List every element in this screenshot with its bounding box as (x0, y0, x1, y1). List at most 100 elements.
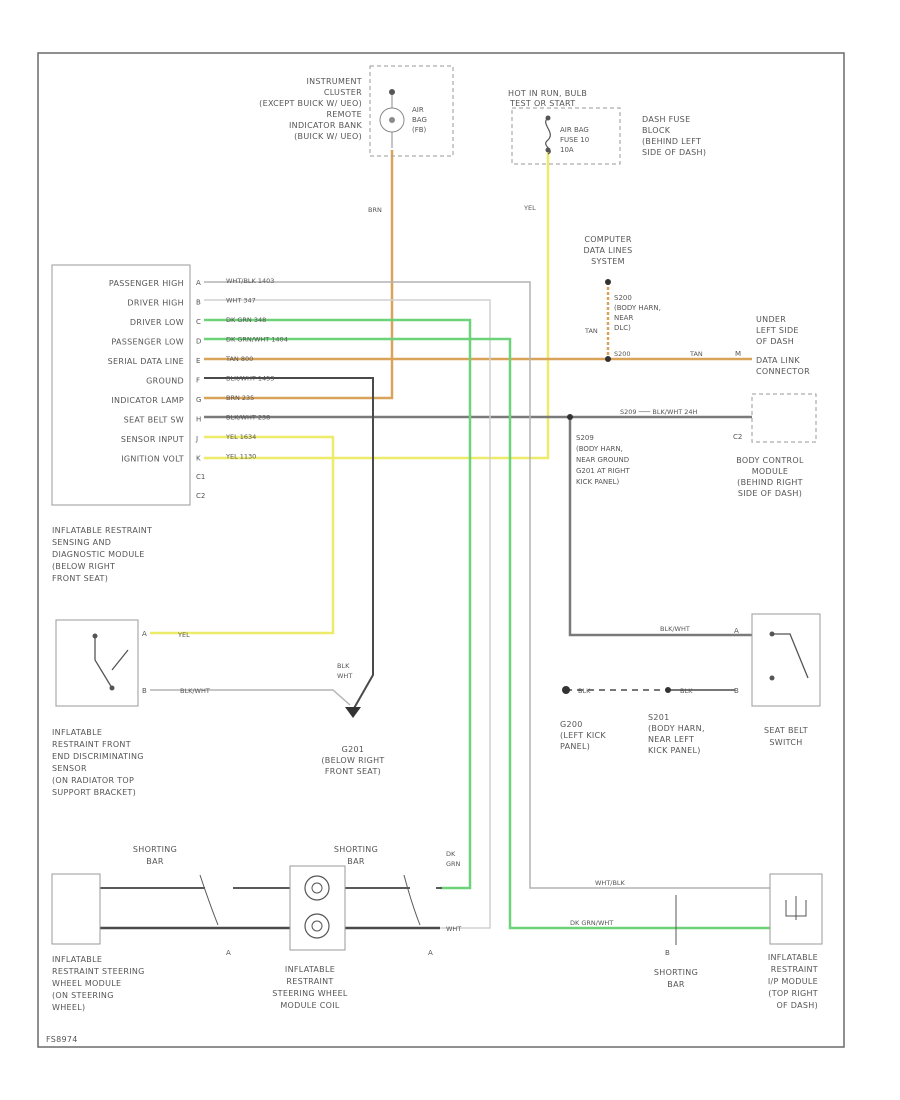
shorting-bar-2 (403, 874, 421, 926)
module-row-label: DRIVER LOW (130, 318, 184, 327)
svg-text:NEAR GROUND: NEAR GROUND (576, 456, 629, 464)
svg-text:RESTRAINT STEERING: RESTRAINT STEERING (52, 967, 145, 976)
module-row-label: SENSOR INPUT (121, 435, 184, 444)
ground-g201-arrow (345, 707, 361, 718)
svg-text:G201 AT RIGHT: G201 AT RIGHT (576, 467, 630, 475)
steering-connector-a1: A (226, 949, 231, 957)
module-row-wire-label: WHT 347 (226, 297, 256, 305)
wire-label-blk-s201: BLK (680, 687, 693, 695)
svg-text:INFLATABLE: INFLATABLE (285, 965, 335, 974)
module-row-wire-label: TAN 800 (225, 355, 253, 363)
sensor-switch-icon (94, 636, 129, 689)
module-pin-c2: C2 (196, 492, 205, 500)
module-row-pin: D (196, 338, 201, 346)
svg-text:HOT IN RUN, BULB: HOT IN RUN, BULB (508, 89, 587, 98)
bcm-label: BODY CONTROL MODULE (BEHIND RIGHT SIDE O… (736, 456, 803, 498)
svg-text:GRN: GRN (446, 860, 461, 868)
svg-text:(FB): (FB) (412, 126, 427, 134)
wire-blkwht-s209-down (568, 417, 752, 637)
svg-text:G200: G200 (560, 720, 583, 729)
svg-text:10A: 10A (560, 146, 574, 154)
svg-text:I/P MODULE: I/P MODULE (768, 977, 818, 986)
s209-label: S209 (BODY HARN, NEAR GROUND G201 AT RIG… (576, 434, 630, 486)
module-row-pin: E (196, 357, 200, 365)
svg-text:(EXCEPT BUICK W/ UEO): (EXCEPT BUICK W/ UEO) (259, 99, 362, 108)
svg-text:FUSE 10: FUSE 10 (560, 136, 589, 144)
module-row-pin: C (196, 318, 201, 326)
svg-text:OF DASH: OF DASH (756, 337, 794, 346)
svg-text:UNDER: UNDER (756, 315, 786, 324)
steering-wheel-coil-box (289, 865, 346, 951)
front-sensor-label: INFLATABLE RESTRAINT FRONT END DISCRIMIN… (52, 728, 143, 797)
svg-text:CONNECTOR: CONNECTOR (756, 367, 810, 376)
wire-brn-indicator (204, 150, 394, 400)
module-row-wire-label: DK GRN 348 (226, 316, 266, 324)
splice-dot-s200 (605, 356, 611, 362)
wire-whtblk-pass-high (204, 281, 770, 889)
svg-text:G201: G201 (342, 745, 365, 754)
wire-dkgrn-driver-low (204, 318, 472, 890)
svg-text:DATA LINK: DATA LINK (756, 356, 800, 365)
instrument-cluster-label: INSTRUMENT CLUSTER (EXCEPT BUICK W/ UEO)… (259, 77, 362, 141)
s200-label: S200 (BODY HARN, NEAR DLC) (614, 294, 661, 332)
g201-label: G201 (BELOW RIGHT FRONT SEAT) (321, 745, 384, 776)
ip-module-box (769, 873, 823, 945)
svg-text:BAR: BAR (146, 857, 164, 866)
wire-label-blkwht-s209: S209 ─── BLK/WHT 24H (620, 408, 698, 416)
svg-text:RESTRAINT: RESTRAINT (771, 965, 818, 974)
wire-blkwht-ground (204, 377, 374, 711)
steering-wheel-module-box (51, 873, 101, 945)
svg-text:REMOTE: REMOTE (326, 110, 362, 119)
module-row-pin: H (196, 416, 201, 424)
shorting-bar-label-1: SHORTING BAR (133, 845, 177, 866)
svg-text:INFLATABLE RESTRAINT: INFLATABLE RESTRAINT (52, 526, 152, 535)
svg-text:SIDE OF DASH): SIDE OF DASH) (642, 148, 706, 157)
module-row-wire-label: BLK/WHT 238 (226, 414, 270, 422)
module-row-pin: F (196, 377, 200, 385)
svg-text:SYSTEM: SYSTEM (591, 257, 625, 266)
wire-label-yel-sensor: YEL (177, 631, 190, 639)
svg-text:SHORTING: SHORTING (133, 845, 177, 854)
svg-text:SHORTING: SHORTING (654, 968, 698, 977)
g200-label: G200 (LEFT KICK PANEL) (560, 720, 606, 751)
svg-text:(BELOW RIGHT: (BELOW RIGHT (52, 562, 115, 571)
module-row-wire-label: BRN 235 (226, 394, 254, 402)
svg-text:BAR: BAR (347, 857, 365, 866)
svg-text:TEST OR START: TEST OR START (509, 99, 575, 108)
svg-text:STEERING WHEEL: STEERING WHEEL (272, 989, 348, 998)
data-link-connector-label: UNDER LEFT SIDE OF DASH DATA LINK CONNEC… (756, 315, 810, 376)
module-row-label: IGNITION VOLT (121, 455, 184, 464)
wire-wht-driver-high (204, 299, 491, 929)
wire-label-yel-fuse: YEL (523, 204, 536, 212)
module-row-label: SEAT BELT SW (124, 416, 184, 425)
bcm-pin-c2: C2 (733, 433, 742, 441)
svg-text:KICK PANEL): KICK PANEL) (648, 746, 701, 755)
svg-text:PANEL): PANEL) (560, 742, 590, 751)
module-row-pin: A (196, 279, 201, 287)
module-row-label: SERIAL DATA LINE (108, 357, 184, 366)
fuse-hot-label: HOT IN RUN, BULB TEST OR START (508, 89, 587, 108)
svg-text:WHT: WHT (337, 672, 352, 680)
svg-text:SENSOR: SENSOR (52, 764, 87, 773)
g200-dot (562, 686, 570, 694)
seat-belt-switch-label: SEAT BELT SWITCH (764, 726, 808, 747)
module-row-pin: K (196, 455, 201, 463)
steering-module-label: INFLATABLE RESTRAINT STEERING WHEEL MODU… (52, 955, 145, 1012)
wire-label-whtblk-ip: WHT/BLK (595, 879, 626, 887)
wire-dkgrnwht-pass-low (204, 337, 770, 930)
wire-yel-ignition (204, 150, 550, 460)
front-discriminating-sensor-box (55, 619, 139, 707)
fuse-label: AIR BAG FUSE 10 10A (560, 126, 589, 154)
svg-text:SEAT BELT: SEAT BELT (764, 726, 808, 735)
lamp-top-terminal (389, 89, 395, 95)
svg-text:DLC): DLC) (614, 324, 631, 332)
fuse-terminal-b (545, 147, 551, 153)
s201-label: S201 (BODY HARN, NEAR LEFT KICK PANEL) (648, 713, 705, 755)
svg-text:SWITCH: SWITCH (769, 738, 802, 747)
svg-text:(BODY HARN,: (BODY HARN, (648, 724, 705, 733)
sensor-pin-b: B (142, 687, 147, 695)
svg-text:(BODY HARN,: (BODY HARN, (614, 304, 661, 312)
svg-text:(BEHIND RIGHT: (BEHIND RIGHT (737, 478, 803, 487)
svg-text:INSTRUMENT: INSTRUMENT (306, 77, 362, 86)
